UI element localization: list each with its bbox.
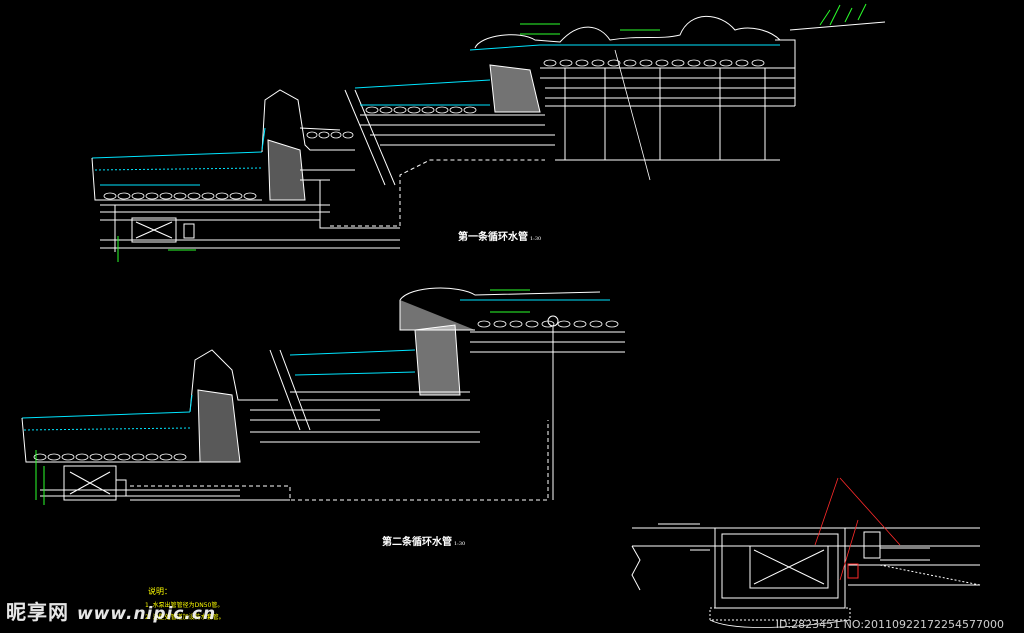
return-pipe-1: [330, 159, 545, 227]
watermark-brand: 昵享网 www.nipic.cn: [6, 596, 216, 625]
upper-pool-2: [399, 287, 625, 500]
section-one-title: 第一条循环水管: [458, 230, 528, 243]
notes-item-2: 2. 池壁处管道加设防水套管。: [145, 613, 225, 621]
upper-pool-1: [469, 3, 886, 181]
notes-item-1: 1. 水泵出管管径为DN50管。: [145, 601, 223, 609]
section-two-title: 第二条循环水管: [382, 535, 452, 548]
rock-drop-1: [261, 89, 400, 229]
section-one-drawing: [91, 3, 886, 262]
middle-pool-1: [344, 64, 555, 186]
middle-pool-2: [289, 324, 470, 401]
rock-drop-2: [189, 349, 480, 463]
notes-heading: 说明：: [148, 586, 172, 596]
section-two-scale: 1:30: [454, 541, 465, 547]
lower-pool-2: [21, 411, 290, 505]
section-one-scale: 1:30: [530, 236, 541, 242]
section-two-drawing: [21, 287, 625, 505]
watermark-brand-name: 昵享网: [6, 600, 69, 624]
watermark-id: ID:2823451 NO:20110922172254577000: [775, 618, 1004, 631]
return-pipe-2: [130, 420, 549, 501]
watermark-url: www.nipic.cn: [76, 604, 217, 624]
lower-pool-1: [91, 151, 400, 262]
pump-pit-detail: [631, 477, 981, 628]
